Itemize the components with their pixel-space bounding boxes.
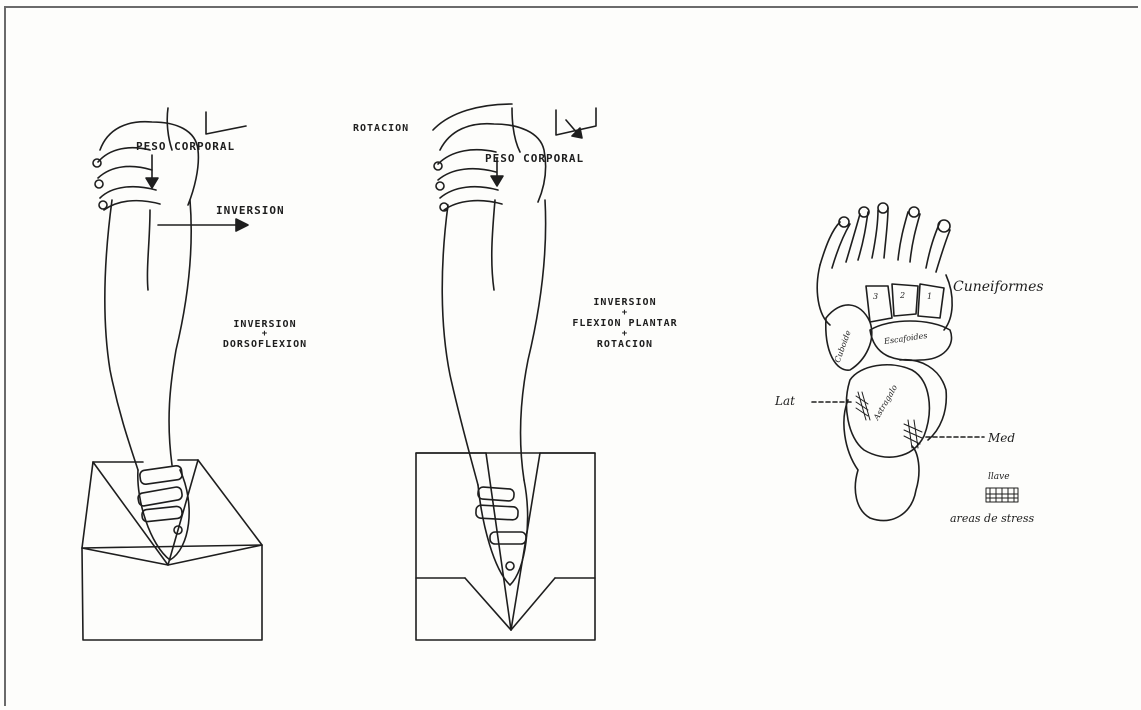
middle-caption-plus-1: + bbox=[560, 309, 690, 318]
legend-title: llave bbox=[988, 472, 1010, 482]
middle-weight-label: PESO CORPORAL bbox=[485, 152, 584, 165]
legend-text: areas de stress bbox=[950, 512, 1034, 525]
left-leg-drawing bbox=[105, 200, 191, 560]
left-inversion-arrow bbox=[158, 219, 248, 231]
cuneiform-1-label: 3 bbox=[873, 292, 878, 301]
cuneiform-label: Cuneiformes bbox=[953, 279, 1044, 295]
lateral-label: Lat bbox=[775, 394, 795, 408]
left-caption: INVERSION + DORSOFLEXION bbox=[210, 319, 320, 350]
middle-caption-line3: ROTACION bbox=[597, 339, 653, 350]
cuneiform-3-label: 1 bbox=[927, 292, 932, 301]
stress-area-medial bbox=[904, 420, 922, 448]
cuneiform-2-label: 2 bbox=[900, 291, 905, 300]
middle-block-drawing bbox=[416, 453, 595, 640]
cuneiform-bones-drawing bbox=[866, 284, 944, 322]
left-inversion-label: INVERSION bbox=[216, 204, 285, 217]
stress-legend-swatch bbox=[986, 488, 1018, 502]
left-figure bbox=[82, 108, 262, 640]
left-caption-line2: DORSOFLEXION bbox=[223, 339, 307, 350]
middle-caption-line1: INVERSION bbox=[593, 297, 656, 308]
left-hand-drawing bbox=[93, 108, 246, 210]
stress-area-lateral bbox=[856, 392, 870, 420]
middle-leg-drawing bbox=[442, 200, 545, 585]
middle-caption-line2: FLEXION PLANTAR bbox=[572, 318, 677, 329]
middle-figure bbox=[416, 104, 596, 640]
hindfoot-bones-drawing bbox=[844, 360, 946, 521]
left-weight-label: PESO CORPORAL bbox=[136, 140, 235, 153]
middle-caption-plus-2: + bbox=[560, 330, 690, 339]
middle-rotation-label: ROTACION bbox=[353, 123, 409, 134]
middle-caption: INVERSION + FLEXION PLANTAR + ROTACION bbox=[560, 297, 690, 351]
medial-label: Med bbox=[988, 431, 1015, 445]
left-weight-arrow bbox=[146, 155, 158, 188]
left-caption-plus: + bbox=[210, 330, 320, 339]
toe-bones-drawing bbox=[817, 203, 952, 330]
